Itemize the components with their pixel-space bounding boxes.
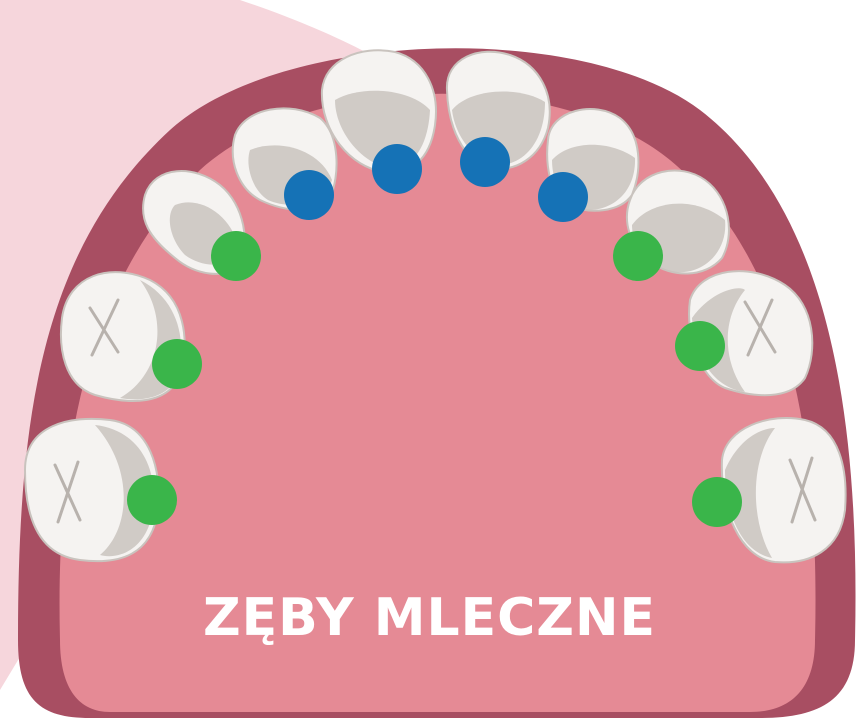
- marker-central-incisor-left: [372, 144, 422, 194]
- marker-molar-1-right: [675, 321, 725, 371]
- marker-molar-1-left: [152, 339, 202, 389]
- marker-canine-left: [211, 231, 261, 281]
- diagram-title: ZĘBY MLECZNE: [0, 588, 859, 648]
- marker-lateral-incisor-left: [284, 170, 334, 220]
- marker-central-incisor-right: [460, 137, 510, 187]
- marker-molar-2-right: [692, 477, 742, 527]
- marker-canine-right: [613, 231, 663, 281]
- marker-lateral-incisor-right: [538, 172, 588, 222]
- marker-molar-2-left: [127, 475, 177, 525]
